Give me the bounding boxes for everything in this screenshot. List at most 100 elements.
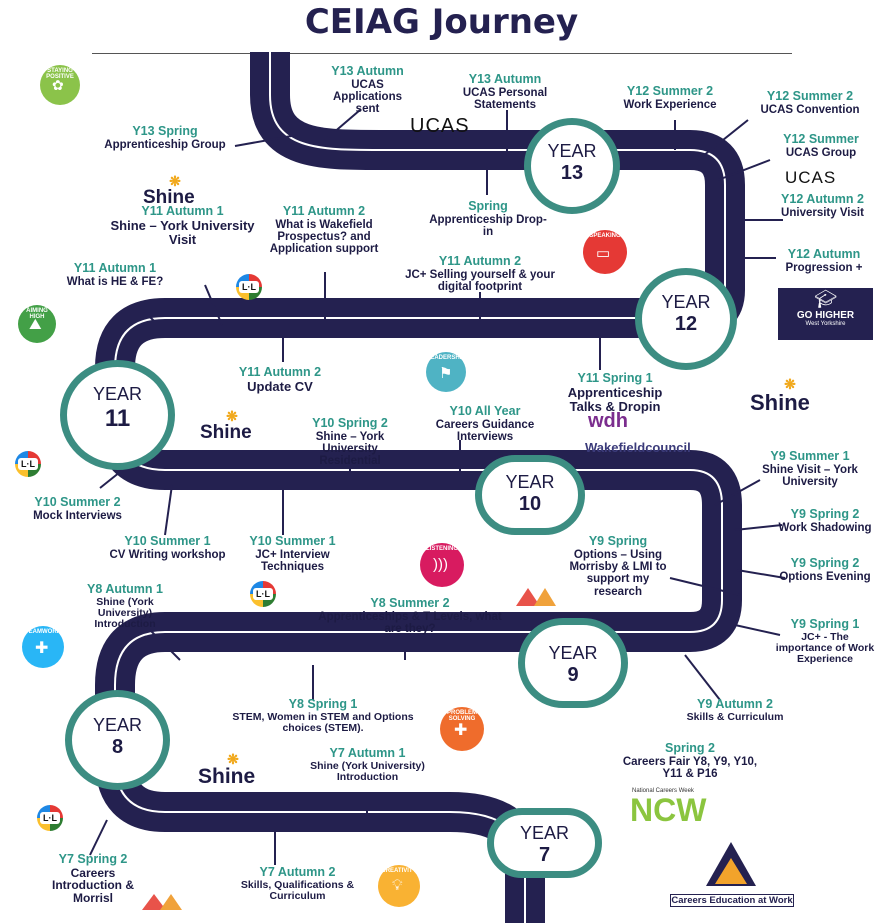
marker-line — [684, 654, 721, 701]
marker-line — [734, 624, 781, 636]
staying-positive-icon: STAYING POSITIVE ✿ — [40, 65, 80, 105]
wdh-logo: wdh — [588, 410, 628, 432]
year-word: YEAR — [519, 823, 570, 843]
year-word: YEAR — [505, 472, 555, 492]
marker-line — [697, 119, 749, 161]
speaking-icon: SPEAKING ▭ — [583, 230, 627, 274]
marker-line — [149, 629, 181, 661]
marker-line — [89, 819, 108, 856]
ucas-logo: UCAS — [410, 115, 470, 137]
creativity-icon: CREATIVITY 💡︎ — [378, 865, 420, 907]
year-10-badge: YEAR 10 — [475, 455, 585, 535]
year-11-badge: YEAR 11 — [60, 360, 175, 470]
ll-logo — [236, 274, 262, 300]
year-8-badge: YEAR 8 — [65, 690, 170, 790]
shine-logo: ❋Shine — [750, 377, 830, 415]
careers-education-at-work-logo: Careers Education at Work — [668, 840, 798, 920]
year-word: YEAR — [547, 141, 597, 161]
year-number: 9 — [567, 664, 579, 686]
marker-line — [204, 284, 223, 326]
ncw-logo: NCW — [630, 792, 707, 828]
shine-logo: ❋Shine — [143, 174, 207, 208]
year-word: YEAR — [548, 643, 598, 663]
year-12-badge: YEAR 12 — [635, 268, 737, 370]
marker-line — [324, 109, 361, 141]
marker-line — [669, 577, 741, 596]
year-7-badge: YEAR 7 — [487, 808, 602, 878]
marker-line — [164, 484, 173, 536]
marker-line — [734, 524, 783, 531]
year-number: 7 — [538, 844, 551, 866]
ll-logo — [250, 581, 276, 607]
year-word: YEAR — [92, 715, 143, 735]
teamwork-icon: TEAMWORK ✚ — [22, 626, 64, 668]
year-number: 12 — [674, 313, 698, 335]
shine-logo: ❋Shine — [200, 409, 264, 443]
mortarboard-icon: 🎓︎ — [814, 289, 837, 309]
year-9-badge: YEAR 9 — [518, 618, 628, 708]
ucas-logo: UCAS — [785, 168, 837, 187]
problem-solving-icon: PROBLEM SOLVING ✚ — [440, 707, 484, 751]
marker-line — [714, 479, 761, 506]
ll-logo — [15, 451, 41, 477]
page-title: CEIAG Journey — [304, 2, 579, 42]
year-13-badge: YEAR 13 — [524, 118, 620, 214]
listening-icon: LISTENING ))) — [420, 543, 464, 587]
year-number: 8 — [111, 736, 124, 758]
morrisby-logo — [160, 894, 182, 910]
year-word: YEAR — [661, 292, 711, 312]
year-word: YEAR — [92, 384, 143, 404]
milestone-markers — [89, 109, 786, 865]
aiming-high-icon: AIMING HIGH ⛰ — [18, 305, 56, 343]
road-centerline — [114, 52, 726, 923]
morrisby-logo — [534, 588, 556, 606]
marker-line — [144, 311, 164, 331]
ncw-small-text: National Careers Week — [632, 788, 694, 794]
shine-logo: ❋Shine — [198, 752, 268, 788]
ll-logo — [37, 805, 63, 831]
marker-line — [234, 134, 298, 147]
go-higher-logo: 🎓︎ GO HIGHER West Yorkshire — [778, 288, 873, 340]
marker-line — [736, 569, 786, 579]
title-divider — [92, 53, 792, 54]
year-number: 11 — [104, 405, 131, 432]
leadership-icon: LEADERSHIP ⚑ — [426, 352, 466, 392]
year-number: 10 — [518, 493, 542, 515]
marker-line — [717, 159, 771, 181]
wakefield-council-logo: Wakefieldcouncil — [585, 440, 691, 455]
